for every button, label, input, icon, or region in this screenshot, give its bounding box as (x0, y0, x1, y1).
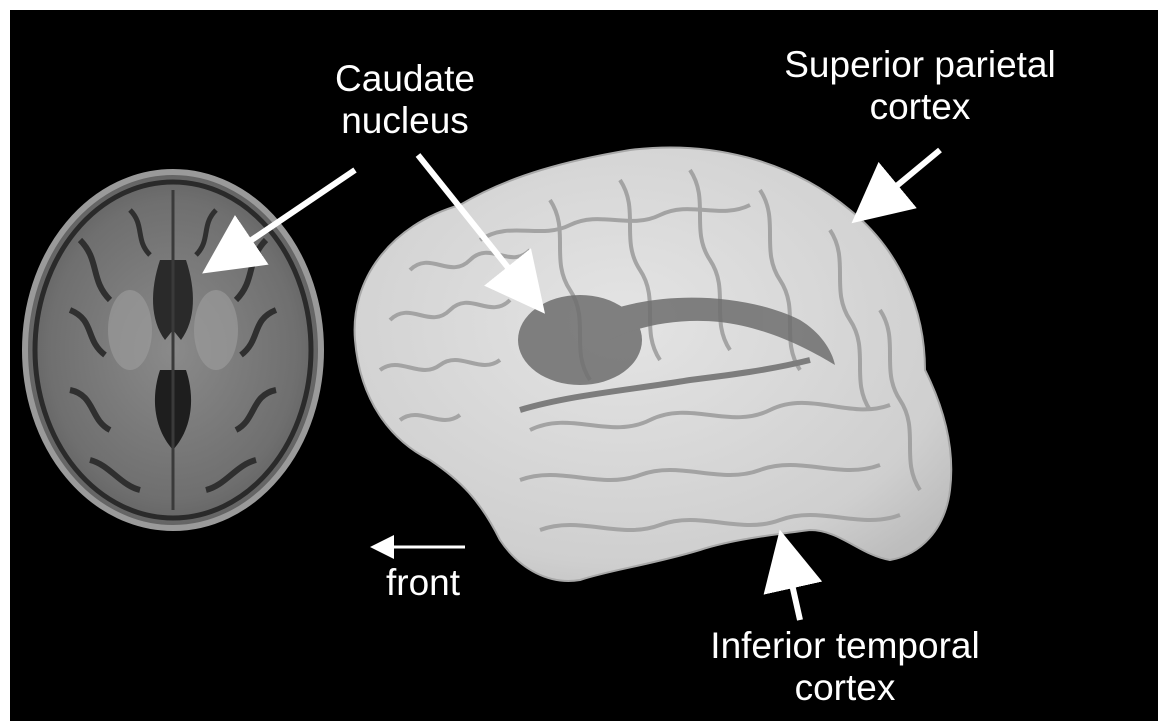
label-inferior-temporal-line1: Inferior temporal (665, 625, 1025, 667)
brain-figure: Caudate nucleus Superior parietal cortex… (10, 10, 1158, 721)
arrow-inferior-temporal (785, 553, 800, 620)
label-superior-parietal-line1: Superior parietal (745, 44, 1095, 86)
arrow-superior-parietal (870, 150, 940, 208)
label-caudate-line1: Caudate (305, 58, 505, 100)
label-caudate-line2: nucleus (305, 100, 505, 142)
brain-lateral-surface (355, 148, 952, 581)
label-inferior-temporal-line2: cortex (665, 667, 1025, 709)
label-caudate-nucleus: Caudate nucleus (305, 58, 505, 142)
label-inferior-temporal-cortex: Inferior temporal cortex (665, 625, 1025, 709)
label-superior-parietal-cortex: Superior parietal cortex (745, 44, 1095, 128)
label-superior-parietal-line2: cortex (745, 86, 1095, 128)
label-front: front (368, 562, 478, 604)
